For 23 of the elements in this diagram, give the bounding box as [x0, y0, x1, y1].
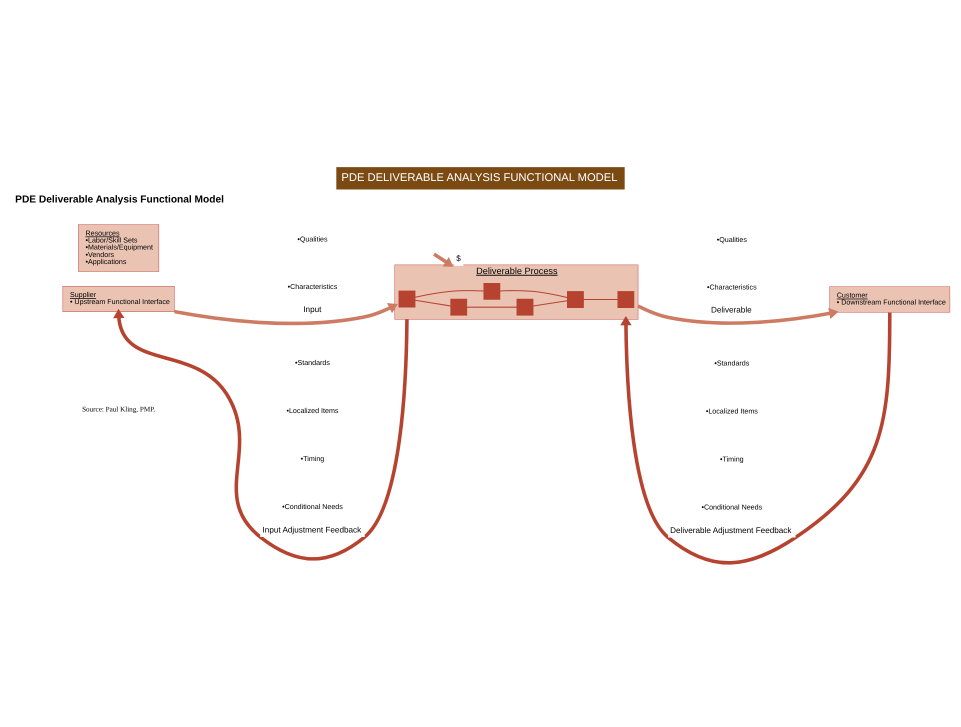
- edge-label: Input: [303, 304, 322, 314]
- node-box: [398, 290, 416, 307]
- cluster: Deliverable Process: [394, 264, 638, 320]
- edge-label: Deliverable: [710, 305, 752, 314]
- node-box: [617, 290, 634, 308]
- connector: [415, 290, 484, 298]
- node-box: [567, 290, 584, 308]
- connector: [584, 298, 618, 300]
- connector: [533, 300, 568, 306]
- connector: [415, 299, 451, 306]
- connector: [500, 290, 568, 298]
- edge-label: Input Adjustment Feedback: [262, 524, 362, 534]
- edge-label: $: [456, 254, 461, 263]
- arrow: [620, 312, 892, 564]
- connector: [467, 306, 517, 308]
- node-box: [450, 298, 468, 316]
- edge-label: Deliverable Adjustment Feedback: [670, 525, 792, 534]
- node-box: [516, 298, 534, 316]
- label: PDE Deliverable Analysis Functional Model: [15, 194, 224, 206]
- diagram-title: PDE DELIVERABLE ANALYSIS FUNCTIONAL MODEL: [341, 172, 618, 184]
- node-box: [483, 282, 500, 300]
- arrow: [113, 308, 409, 560]
- arrow: [433, 252, 454, 266]
